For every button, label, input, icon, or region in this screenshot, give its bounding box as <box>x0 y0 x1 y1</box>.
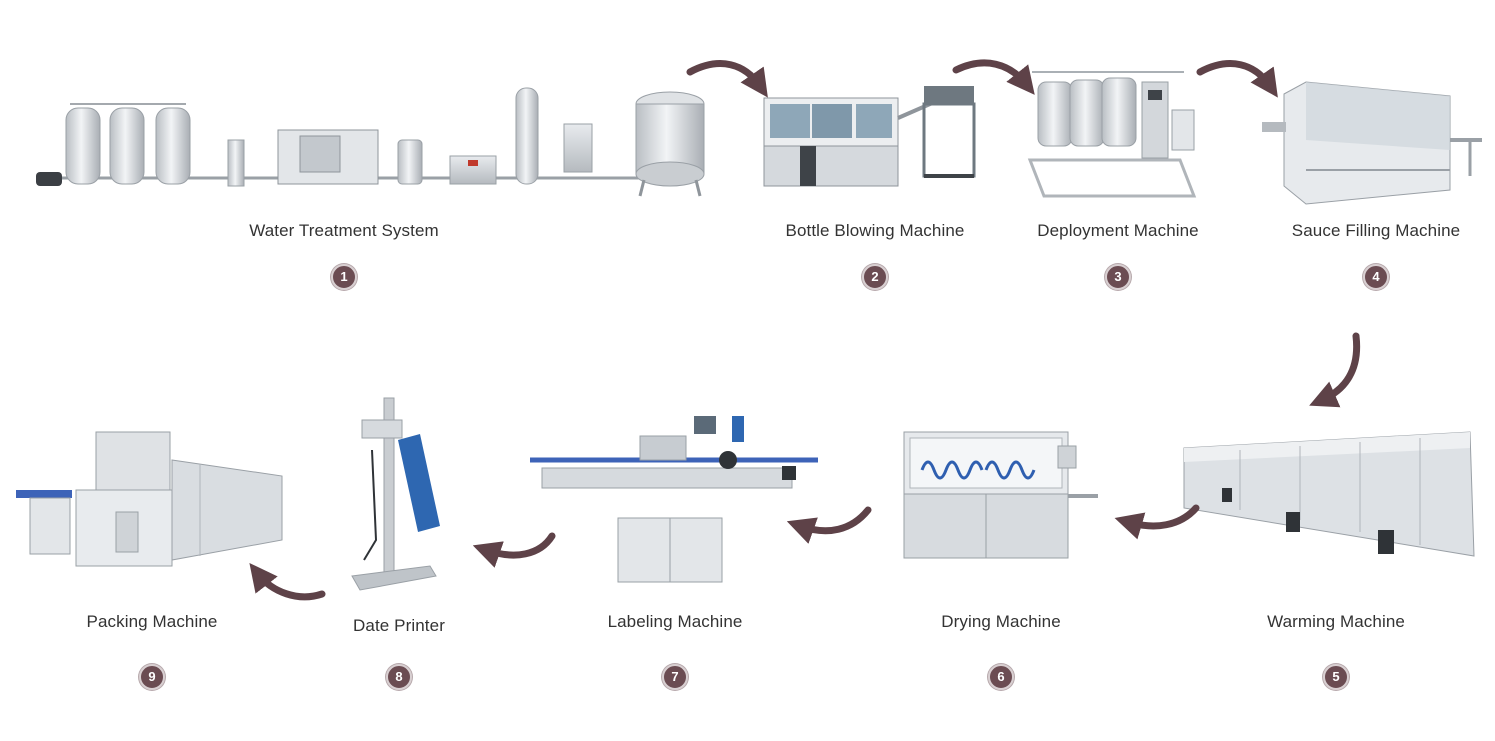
stage-label-bottle-blowing: Bottle Blowing Machine <box>785 221 965 240</box>
arrow-8-to-9 <box>249 562 326 601</box>
stage-label-drying: Drying Machine <box>941 612 1061 631</box>
water-treatment-system-image <box>36 87 705 197</box>
packing-machine-image <box>16 431 283 567</box>
step-badge-1: 1 <box>331 264 357 290</box>
arrow-5-to-6 <box>1114 504 1200 540</box>
step-badge-6: 6 <box>988 664 1014 690</box>
stage-label-deployment: Deployment Machine <box>1037 221 1199 240</box>
flow-arrows <box>249 59 1361 601</box>
stage-label-water-treatment: Water Treatment System <box>249 221 439 240</box>
stage-label-sauce-filling: Sauce Filling Machine <box>1291 221 1461 240</box>
arrow-2-to-3 <box>952 59 1035 95</box>
arrow-1-to-2 <box>686 60 768 98</box>
arrow-6-to-7 <box>786 506 872 544</box>
deployment-machine-image <box>1027 71 1197 198</box>
step-badge-5: 5 <box>1323 664 1349 690</box>
step-badge-9: 9 <box>139 664 165 690</box>
arrow-7-to-8 <box>472 532 556 568</box>
drying-machine-image <box>903 431 1098 559</box>
stage-label-date-printer: Date Printer <box>353 616 445 635</box>
arrow-3-to-4 <box>1196 60 1278 98</box>
arrow-4-to-5 <box>1309 332 1361 408</box>
sauce-filling-machine-image <box>1262 81 1482 205</box>
bottle-blowing-machine-image <box>763 86 976 187</box>
stage-label-warming: Warming Machine <box>1267 612 1405 631</box>
stage-label-packing: Packing Machine <box>86 612 218 631</box>
date-printer-image <box>351 397 440 591</box>
step-badge-4: 4 <box>1363 264 1389 290</box>
step-badge-7: 7 <box>662 664 688 690</box>
step-badge-8: 8 <box>386 664 412 690</box>
step-badge-3: 3 <box>1105 264 1131 290</box>
stage-label-labeling: Labeling Machine <box>607 612 743 631</box>
labeling-machine-image <box>530 416 818 583</box>
warming-machine-image <box>1183 431 1475 557</box>
step-badge-2: 2 <box>862 264 888 290</box>
